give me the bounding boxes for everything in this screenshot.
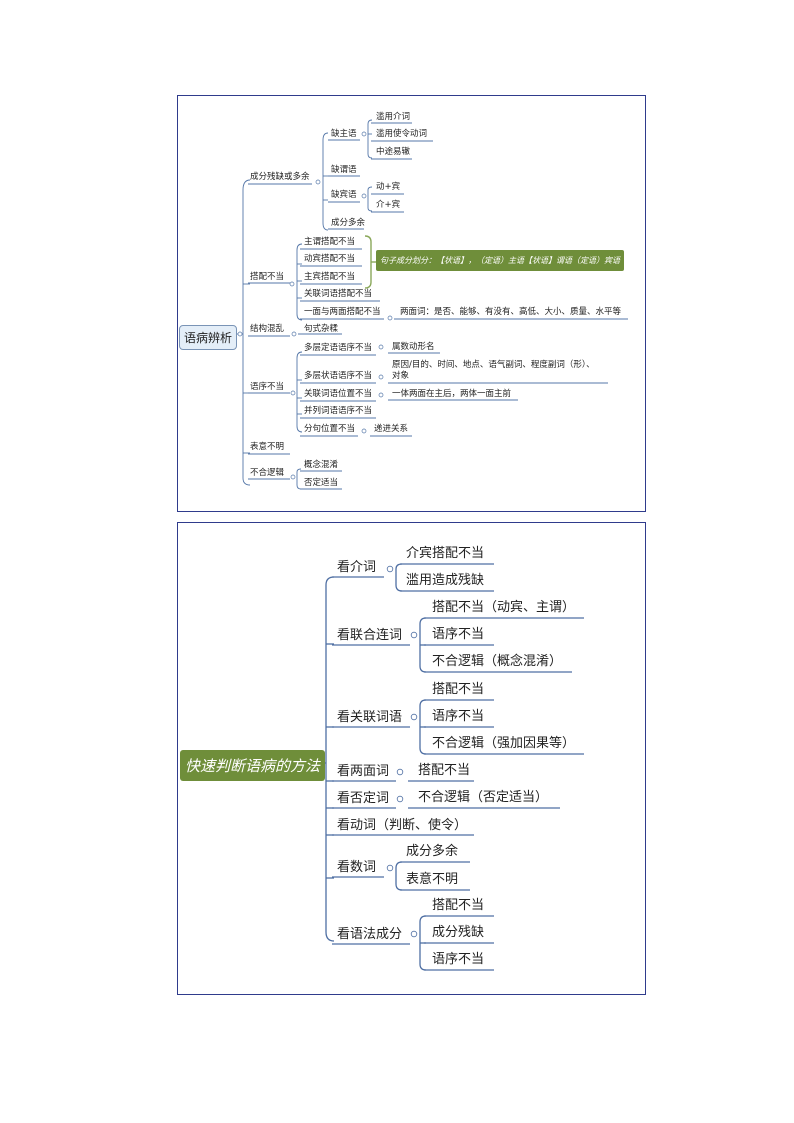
node-collocation-b3[interactable]: 搭配不当 [432,682,485,697]
node-illogical[interactable]: 不合逻辑 [250,468,285,478]
node-attributive-order[interactable]: 多层定语语序不当 [304,343,373,353]
node-midway-switch[interactable]: 中途易辙 [376,147,411,157]
node-check-two-sided-words[interactable]: 看两面词 [337,764,390,779]
node-verb-object[interactable]: 动+宾 [376,182,401,192]
node-verb-object-mismatch[interactable]: 动宾搭配不当 [304,254,356,264]
node-check-grammar-components[interactable]: 看语法成分 [337,927,403,942]
node-adverbial-order-rule-line1[interactable]: 原因/目的、时间、地点、语气副词、程度副词（形）、 [392,360,595,370]
node-unclear-meaning[interactable]: 表意不明 [250,442,285,452]
node-word-order-b3[interactable]: 语序不当 [432,709,485,724]
node-word-order-b2[interactable]: 语序不当 [432,627,485,642]
node-check-coordinating-conjunctions[interactable]: 看联合连词 [337,628,403,643]
node-subject-predicate-mismatch[interactable]: 主谓搭配不当 [304,237,356,247]
node-unclear-b7[interactable]: 表意不明 [406,872,459,887]
node-misuse-causes-omission[interactable]: 滥用造成残缺 [406,573,485,588]
node-check-numerals[interactable]: 看数词 [337,860,377,875]
node-two-sided-words[interactable]: 两面词：是否、能够、有没有、高低、大小、质量、水平等 [400,307,622,317]
node-redundant-b7[interactable]: 成分多余 [406,844,459,859]
node-conjunction-position-rule[interactable]: 一体两面在主后，两体一面主前 [392,389,512,399]
node-progressive-relation[interactable]: 递进关系 [374,424,409,434]
node-conjunction-mismatch[interactable]: 关联词语搭配不当 [304,289,373,299]
node-illogical-negation[interactable]: 不合逻辑（否定适当） [418,790,549,805]
node-word-order[interactable]: 语序不当 [250,382,285,392]
sentence-component-note[interactable]: 句子成分划分：【状语】，（定语）主语【状语】谓语（定语）宾语 [376,250,624,271]
node-illogical-forced-causality[interactable]: 不合逻辑（强加因果等） [432,736,576,751]
node-missing-object[interactable]: 缺宾语 [331,190,357,200]
node-parallel-order[interactable]: 并列词语语序不当 [304,406,373,416]
node-mixed-sentence[interactable]: 句式杂糅 [304,324,339,334]
node-missing-subject[interactable]: 缺主语 [331,129,357,139]
node-prep-object-mismatch[interactable]: 介宾搭配不当 [406,546,485,561]
node-missing-predicate[interactable]: 缺谓语 [331,165,357,175]
node-check-verbs[interactable]: 看动词（判断、使令） [337,818,468,833]
node-negation-misuse[interactable]: 否定适当 [304,478,339,488]
mindmap-1-root[interactable]: 语病辨析 [179,325,238,350]
node-illogical-concept-confusion[interactable]: 不合逻辑（概念混淆） [432,654,563,669]
node-redundant-component[interactable]: 成分多余 [331,218,366,228]
node-prep-object[interactable]: 介+宾 [376,200,401,210]
node-adverbial-order[interactable]: 多层状语语序不当 [304,371,373,381]
node-attributive-order-rule[interactable]: 属数动形名 [392,342,435,352]
node-concept-confusion[interactable]: 概念混淆 [304,460,339,470]
node-check-negation-words[interactable]: 看否定词 [337,791,390,806]
node-misused-causative-verb[interactable]: 滥用使令动词 [376,129,428,139]
node-subject-object-mismatch[interactable]: 主宾搭配不当 [304,272,356,282]
node-improper-collocation[interactable]: 搭配不当 [250,272,285,282]
node-misused-preposition[interactable]: 滥用介词 [376,112,411,122]
node-collocation-b4[interactable]: 搭配不当 [418,763,471,778]
mindmap-1-frame [177,95,646,512]
node-missing-or-redundant[interactable]: 成分残缺或多余 [250,172,310,182]
node-collocation-b8[interactable]: 搭配不当 [432,898,485,913]
node-conjunction-position[interactable]: 关联词语位置不当 [304,389,373,399]
node-collocation-verb-object-subject-predicate[interactable]: 搭配不当（动宾、主谓） [432,600,576,615]
node-clause-position[interactable]: 分句位置不当 [304,424,356,434]
node-check-correlatives[interactable]: 看关联词语 [337,710,403,725]
node-word-order-b8[interactable]: 语序不当 [432,952,485,967]
node-one-vs-two-sided[interactable]: 一面与两面搭配不当 [304,307,381,317]
node-adverbial-order-rule-line2[interactable]: 对象 [392,371,410,381]
node-missing-component-b8[interactable]: 成分残缺 [432,925,485,940]
node-structural-confusion[interactable]: 结构混乱 [250,324,285,334]
node-check-prepositions[interactable]: 看介词 [337,560,377,575]
mindmap-2-root[interactable]: 快速判断语病的方法 [180,750,326,781]
